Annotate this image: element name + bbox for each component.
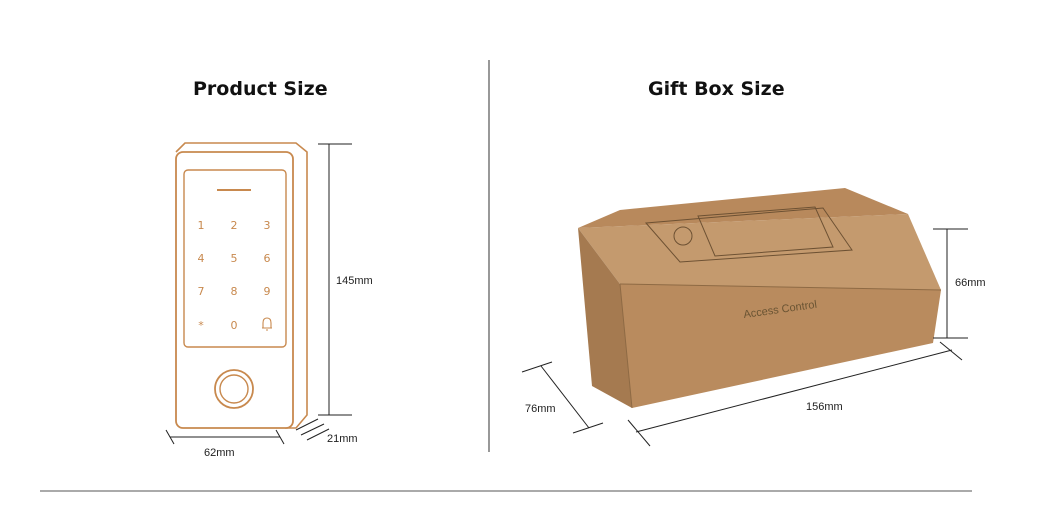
giftbox-length-label: 156mm: [806, 401, 843, 413]
box-front-face: [620, 284, 941, 408]
key-3: 3: [264, 219, 271, 232]
key-9: 9: [264, 285, 271, 298]
product-height-label: 145mm: [336, 275, 373, 287]
key-8: 8: [231, 285, 238, 298]
key-1: 1: [198, 219, 205, 232]
product-depth-label: 21mm: [327, 433, 358, 445]
giftbox-dimensions: 66mm 156mm 76mm: [521, 228, 986, 447]
key-star: *: [198, 319, 204, 332]
giftbox-depth-label: 76mm: [525, 403, 556, 415]
product-size-title: Product Size: [193, 78, 328, 100]
box-top-face: [578, 214, 941, 290]
box-top-print-button: [673, 226, 693, 246]
product-drawing: 1 2 3 4 5 6 7 8 9 * 0: [175, 142, 308, 429]
key-4: 4: [198, 252, 205, 265]
keypad-panel: [183, 169, 287, 348]
key-7: 7: [198, 285, 205, 298]
key-0: 0: [231, 319, 238, 332]
box-top-print-outline: [644, 207, 853, 263]
device-front-body: [175, 151, 294, 429]
gift-box-drawing: Access Control: [578, 188, 942, 409]
product-dimensions: 145mm 62mm 21mm: [165, 143, 373, 459]
product-width-label: 62mm: [204, 447, 235, 459]
giftbox-height-label: 66mm: [955, 277, 986, 289]
fingerprint-sensor-inner: [219, 374, 249, 404]
box-back-flap: [578, 188, 908, 228]
gift-box-size-title: Gift Box Size: [648, 78, 785, 100]
box-left-face: [578, 228, 632, 408]
box-top-print-screen: [697, 206, 834, 257]
key-6: 6: [264, 252, 271, 265]
key-2: 2: [231, 219, 238, 232]
fingerprint-sensor-outer: [214, 369, 254, 409]
key-5: 5: [231, 252, 238, 265]
keypad-keys: 1 2 3 4 5 6 7 8 9 * 0: [198, 219, 272, 332]
bell-icon: [262, 317, 272, 331]
device-side-face: [175, 142, 308, 429]
